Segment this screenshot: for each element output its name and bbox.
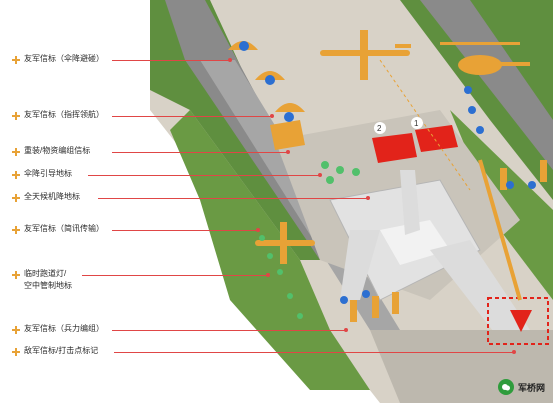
hangar-2	[372, 133, 417, 163]
terminal-pier-1	[400, 170, 420, 235]
grass-strip-left-2	[170, 110, 370, 390]
terminal-pier-2	[340, 230, 380, 300]
green-beacon-icons	[259, 161, 360, 319]
grass-strip-right	[400, 0, 553, 200]
watermark-text: 军桥网	[517, 382, 545, 393]
parachute-icon	[228, 41, 305, 112]
dashed-path	[379, 59, 471, 191]
terminal-pier-3	[430, 240, 530, 340]
hangar-1	[415, 125, 458, 152]
transport-plane-icon	[320, 30, 411, 80]
orange-path	[478, 159, 522, 301]
cargo-plane-icon	[255, 222, 315, 264]
target-triangle-icon	[510, 310, 532, 332]
soldier-icons	[350, 160, 547, 322]
hangar-badge-2: 2	[377, 124, 382, 133]
hangar-badge-1: 1	[414, 119, 419, 128]
helicopter-icon	[440, 42, 530, 75]
wechat-icon	[497, 379, 514, 395]
hangar-3	[270, 120, 305, 150]
watermark: 军桥网	[497, 379, 545, 395]
blue-beacon-icons	[239, 41, 536, 304]
terminal-roof	[380, 220, 450, 265]
hangar-badges	[374, 117, 423, 134]
